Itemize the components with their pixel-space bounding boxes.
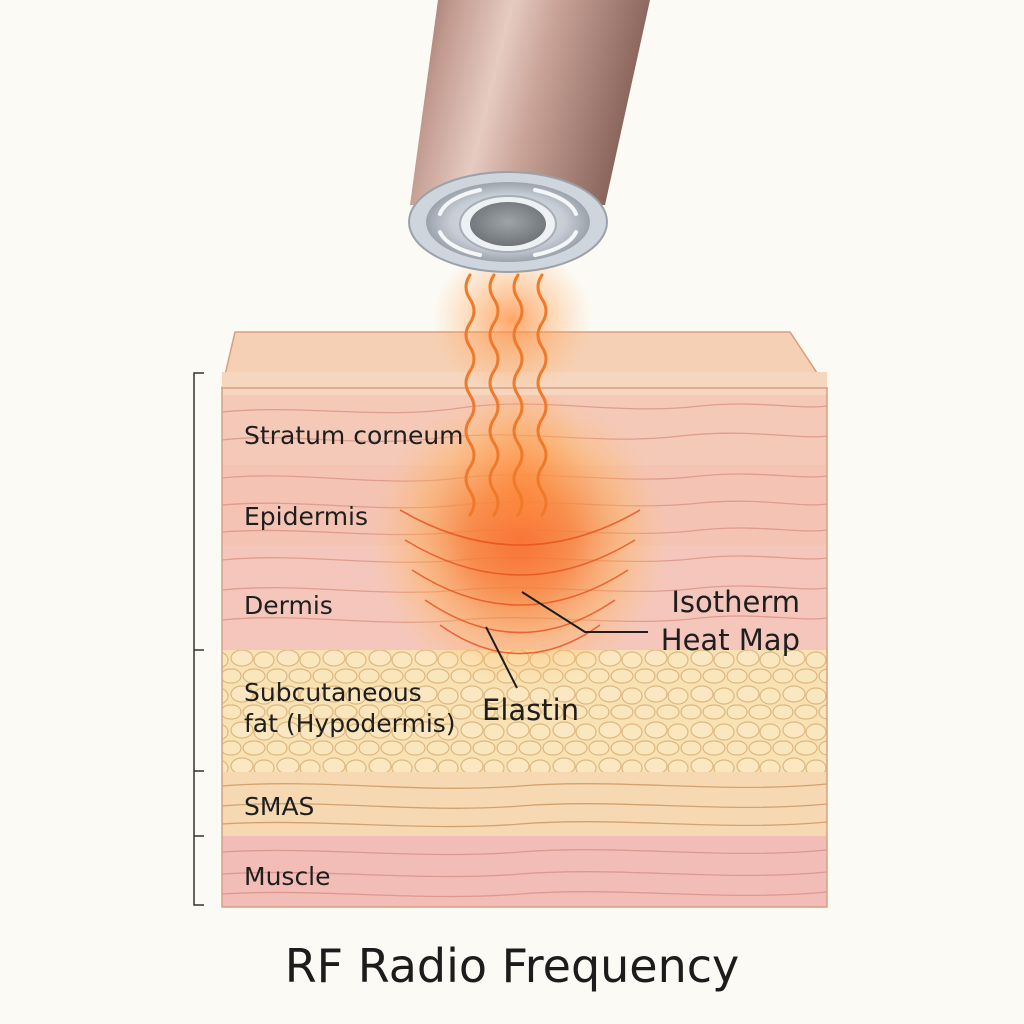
dermis-label: Dermis bbox=[244, 591, 333, 620]
isotherm-label-line2: Heat Map bbox=[660, 623, 800, 657]
stratum-corneum-label: Stratum corneum bbox=[244, 421, 464, 450]
elastin-label: Elastin bbox=[482, 693, 580, 727]
muscle-label: Muscle bbox=[244, 862, 331, 891]
annotation-leaders bbox=[485, 591, 648, 689]
smas-label: SMAS bbox=[244, 792, 315, 821]
rf-device-probe-icon bbox=[408, 0, 650, 273]
rf-wave-icon bbox=[464, 273, 548, 517]
isotherm-label-line1: Isotherm bbox=[671, 585, 800, 619]
layer-bracket bbox=[193, 372, 204, 906]
isotherm-lines bbox=[399, 509, 641, 655]
subcutaneous-label-line1: Subcutaneous bbox=[244, 678, 422, 707]
diagram-title: RF Radio Frequency bbox=[284, 939, 740, 993]
subcutaneous-label-line2: fat (Hypodermis) bbox=[244, 709, 456, 738]
epidermis-label: Epidermis bbox=[244, 502, 369, 531]
